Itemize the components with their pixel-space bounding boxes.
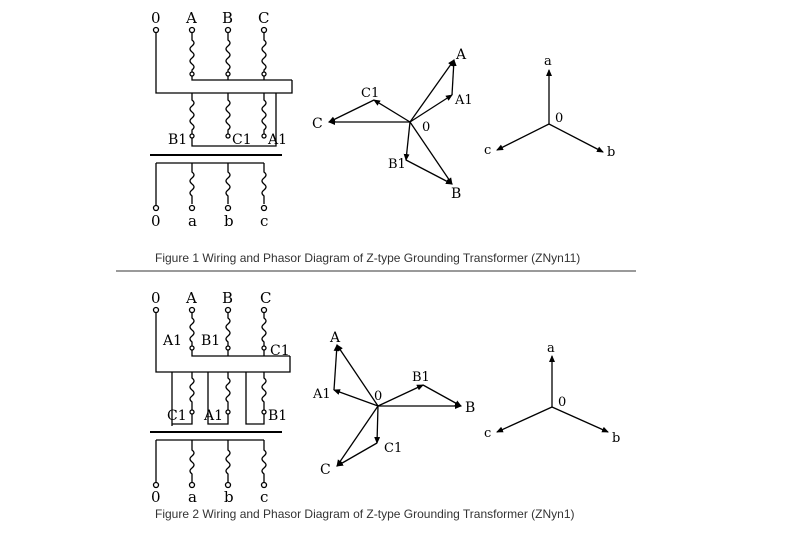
fig2-low-c1: C1: [167, 408, 187, 424]
fig1-phasor-b1: B1: [388, 157, 406, 172]
fig1-phasor-0: 0: [422, 120, 430, 135]
fig2-phasor-a1: A1: [312, 387, 331, 402]
fig2-bot-0: 0: [151, 488, 161, 506]
fig1-bot-0: 0: [151, 212, 161, 230]
fig2-top-b: B: [222, 289, 233, 307]
fig1-phasor-b: B: [451, 186, 461, 202]
fig2-sec-b: b: [612, 431, 620, 446]
fig1-sec-b: b: [607, 145, 615, 160]
fig2-phasor-a: A: [329, 330, 341, 346]
fig1-bot-a: a: [188, 212, 197, 230]
fig1-phasor-a1: A1: [454, 93, 473, 108]
fig1-mid-a1: A1: [267, 132, 287, 148]
fig2-phasor-b: B: [465, 400, 475, 416]
fig1-phasor-c: C: [312, 116, 323, 132]
fig2-sec-a: a: [547, 341, 555, 356]
fig2-bot-a: a: [188, 488, 197, 506]
figure2-wiring: 0 A B C A1 B1 C1 C1 A1 B1: [150, 289, 291, 506]
figure1-phasor-secondary: a 0 c b: [484, 54, 615, 160]
fig2-top-c: C: [260, 289, 271, 307]
fig1-top-b: B: [222, 9, 233, 27]
fig1-bot-c: c: [260, 212, 268, 230]
fig2-bot-c: c: [260, 488, 268, 506]
fig1-top-a: A: [185, 9, 197, 27]
figure2-caption: Figure 2 Wiring and Phasor Diagram of Z-…: [155, 507, 575, 521]
figure1-phasor-primary: A A1 C1 C 0 B1 B: [312, 47, 473, 202]
figure2-phasor-primary: A A1 0 B1 B C1 C: [312, 330, 475, 478]
fig1-top-c: C: [258, 9, 269, 27]
fig1-top-0: 0: [151, 9, 161, 27]
fig2-top-0: 0: [151, 289, 161, 307]
fig2-up-b1: B1: [201, 333, 220, 349]
fig2-low-a1: A1: [203, 408, 223, 424]
fig2-phasor-c1: C1: [384, 441, 402, 456]
fig2-phasor-0: 0: [374, 389, 382, 404]
fig2-low-b1: B1: [268, 408, 287, 424]
fig2-sec-c: c: [484, 426, 491, 441]
fig2-up-c1: C1: [270, 343, 290, 359]
fig2-sec-0: 0: [558, 395, 566, 410]
fig2-phasor-c: C: [320, 462, 331, 478]
figure2-phasor-secondary: a 0 c b: [484, 341, 620, 446]
fig1-sec-a: a: [544, 54, 552, 69]
fig2-bot-b: b: [224, 488, 234, 506]
fig1-mid-c1: C1: [232, 132, 252, 148]
fig1-phasor-c1: C1: [361, 86, 379, 101]
fig2-phasor-b1: B1: [412, 370, 430, 385]
fig1-sec-0: 0: [555, 111, 563, 126]
fig1-bot-b: b: [224, 212, 234, 230]
figure1-wiring: 0 A B C B1 C1 A1: [150, 9, 293, 230]
fig2-up-a1: A1: [162, 333, 182, 349]
figure-divider: [116, 270, 636, 272]
fig1-mid-b1: B1: [168, 132, 187, 148]
figure1-caption: Figure 1 Wiring and Phasor Diagram of Z-…: [155, 251, 581, 265]
fig1-sec-c: c: [484, 143, 491, 158]
fig1-phasor-a: A: [455, 47, 467, 63]
fig2-top-a: A: [185, 289, 197, 307]
